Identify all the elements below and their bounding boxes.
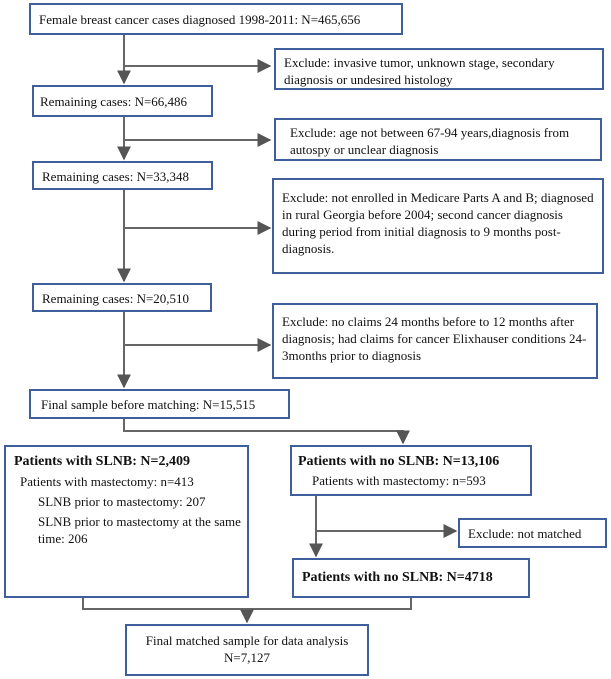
- exclude-text-3: Exclude: not enrolled in Medicare Parts …: [282, 190, 594, 256]
- exclude-text-4: Exclude: no claims 24 months before to 1…: [282, 314, 587, 363]
- exclude-box-3: Exclude: not enrolled in Medicare Parts …: [272, 178, 604, 274]
- exclude-box-2: Exclude: age not between 67-94 years,dia…: [274, 118, 602, 161]
- final-matched-line1: Final matched sample for data analysis: [145, 633, 349, 648]
- slnb-prior-same-text: SLNB prior to mastectomy at the same tim…: [38, 514, 241, 546]
- exclude-text-2: Exclude: age not between 67-94 years,dia…: [290, 125, 570, 157]
- final-matched-line2: N=7,127: [224, 650, 270, 665]
- slnb-group-box: Patients with SLNB: N=2,409 Patients wit…: [4, 445, 249, 598]
- initial-cases-box: Female breast cancer cases diagnosed 199…: [29, 3, 403, 35]
- final-before-matching-box: Final sample before matching: N=15,515: [29, 389, 290, 419]
- slnb-mastectomy-text: Patients with mastectomy: n=413: [20, 474, 194, 489]
- remaining-text-3: Remaining cases: N=20,510: [42, 291, 190, 306]
- exclude-text-5: Exclude: not matched: [468, 526, 582, 541]
- no-slnb-mastectomy-text: Patients with mastectomy: n=593: [312, 473, 486, 488]
- merge-bracket: [82, 598, 412, 610]
- arrow-split: [123, 419, 410, 445]
- exclude-box-4: Exclude: no claims 24 months before to 1…: [272, 303, 598, 379]
- remaining-box-1: Remaining cases: N=66,486: [32, 85, 213, 117]
- no-slnb-matched-box: Patients with no SLNB: N=4718: [292, 558, 530, 598]
- slnb-group-title: Patients with SLNB: N=2,409: [14, 454, 190, 469]
- no-slnb-matched-text: Patients with no SLNB: N=4718: [302, 570, 493, 585]
- no-slnb-group-box: Patients with no SLNB: N=13,106 Patients…: [290, 445, 532, 496]
- exclude-box-5: Exclude: not matched: [458, 518, 607, 548]
- remaining-text-2: Remaining cases: N=33,348: [42, 169, 190, 184]
- exclude-box-1: Exclude: invasive tumor, unknown stage, …: [274, 48, 604, 90]
- final-before-matching-text: Final sample before matching: N=15,515: [41, 397, 256, 412]
- no-slnb-group-title: Patients with no SLNB: N=13,106: [298, 454, 500, 469]
- exclude-text-1: Exclude: invasive tumor, unknown stage, …: [284, 55, 555, 87]
- remaining-text-1: Remaining cases: N=66,486: [40, 94, 188, 109]
- final-matched-box: Final matched sample for data analysis N…: [125, 624, 369, 676]
- initial-cases-text: Female breast cancer cases diagnosed 199…: [39, 12, 361, 27]
- remaining-box-2: Remaining cases: N=33,348: [32, 161, 213, 190]
- remaining-box-3: Remaining cases: N=20,510: [32, 283, 212, 312]
- slnb-prior-text: SLNB prior to mastectomy: 207: [38, 494, 206, 509]
